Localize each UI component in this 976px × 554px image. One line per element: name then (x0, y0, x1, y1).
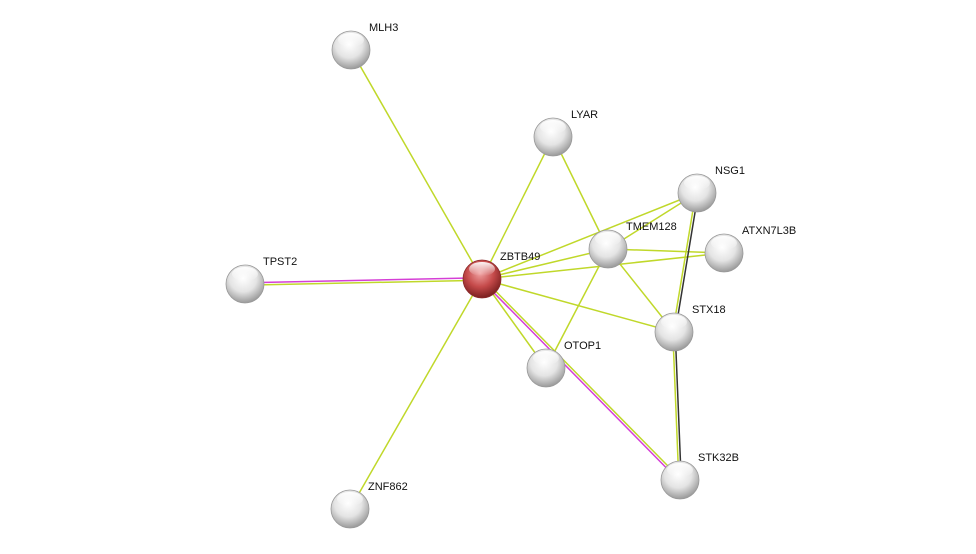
node-highlight (540, 120, 566, 134)
node-label: STK32B (698, 452, 739, 464)
edge-stx18-stk32b-textmining[interactable] (672, 332, 680, 481)
edge-zbtb49-mlh3-textmining[interactable] (350, 49, 483, 280)
edge-zbtb49-tpst2-experiments[interactable] (244, 277, 482, 284)
node-label: ZNF862 (368, 481, 408, 493)
node-tmem128[interactable]: TMEM128 (588, 221, 677, 269)
node-highlight (667, 463, 693, 477)
node-highlight (711, 236, 737, 250)
edge-zbtb49-tmem128-textmining[interactable] (481, 248, 609, 280)
edge-zbtb49-stk32b-textmining[interactable] (482, 277, 682, 480)
node-highlight (469, 262, 495, 276)
edge-zbtb49-stk32b-experiments[interactable] (480, 279, 680, 482)
node-atxn7l3b[interactable]: ATXN7L3B (704, 225, 796, 273)
node-highlight (533, 351, 559, 365)
node-highlight (338, 33, 364, 47)
node-otop1[interactable]: OTOP1 (526, 340, 601, 388)
node-znf862[interactable]: ZNF862 (330, 481, 408, 529)
edge-zbtb49-nsg1-textmining[interactable] (481, 192, 698, 280)
node-zbtb49[interactable]: ZBTB49 (462, 251, 540, 299)
node-highlight (595, 232, 621, 246)
node-stx18[interactable]: STX18 (654, 304, 726, 352)
node-stk32b[interactable]: STK32B (660, 452, 739, 500)
node-label: STX18 (692, 304, 726, 316)
edge-zbtb49-znf862-textmining[interactable] (349, 278, 483, 510)
edge-nsg1-stx18-textmining[interactable] (672, 192, 697, 332)
node-highlight (684, 176, 710, 190)
node-label: OTOP1 (564, 340, 601, 352)
edge-stx18-stk32b-coexpression[interactable] (674, 331, 682, 480)
node-label: TPST2 (263, 256, 297, 268)
edge-tmem128-otop1-textmining[interactable] (545, 248, 609, 369)
node-tpst2[interactable]: TPST2 (225, 256, 297, 304)
node-label: ZBTB49 (500, 251, 540, 263)
node-label: TMEM128 (626, 221, 677, 233)
node-mlh3[interactable]: MLH3 (331, 22, 398, 70)
edge-lyar-tmem128-textmining[interactable] (552, 136, 609, 250)
node-label: MLH3 (369, 22, 398, 34)
node-label: NSG1 (715, 165, 745, 177)
edge-zbtb49-lyar-textmining[interactable] (481, 136, 554, 280)
edge-nsg1-stx18-coexpression[interactable] (674, 193, 699, 333)
node-nsg1[interactable]: NSG1 (677, 165, 745, 213)
edge-zbtb49-tpst2-textmining[interactable] (245, 279, 483, 286)
node-highlight (661, 315, 687, 329)
node-lyar[interactable]: LYAR (533, 109, 598, 157)
node-highlight (337, 492, 363, 506)
node-label: LYAR (571, 109, 598, 121)
node-label: ATXN7L3B (742, 225, 796, 237)
node-highlight (232, 267, 258, 281)
